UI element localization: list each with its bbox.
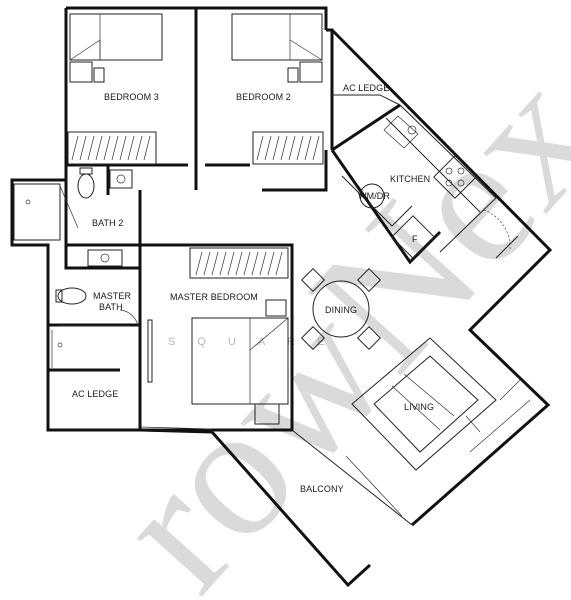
master-toilet-icon bbox=[57, 287, 87, 305]
shower-icon bbox=[13, 183, 61, 241]
wall-master-bedroom bbox=[138, 243, 294, 432]
label-bedroom3: BEDROOM 3 bbox=[104, 92, 159, 102]
label-ac-ledge-bottom: AC LEDGE bbox=[72, 389, 118, 399]
wall-bedroom2-bottom bbox=[205, 150, 328, 192]
bedroom3-bed bbox=[69, 13, 163, 83]
ac-ledge-top-box bbox=[332, 94, 401, 106]
label-bedroom2: BEDROOM 2 bbox=[236, 92, 291, 102]
watermark-text: rowNex bbox=[74, 32, 571, 600]
toilet-icon bbox=[77, 173, 95, 199]
label-living: LIVING bbox=[404, 402, 434, 412]
wardrobe-bedroom2 bbox=[252, 131, 324, 165]
washer-icon bbox=[359, 183, 385, 209]
room-labels: BEDROOM 3 BEDROOM 2 AC LEDGE KITCHEN WM/… bbox=[72, 83, 434, 494]
label-master-bath-2: BATH bbox=[99, 302, 123, 312]
wardrobe-hatching bbox=[71, 135, 320, 279]
label-bath2: BATH 2 bbox=[92, 218, 123, 228]
master-bath-fixtures bbox=[51, 249, 153, 383]
wall-outline-right bbox=[210, 28, 553, 588]
bedroom2-bed bbox=[231, 13, 323, 83]
label-master-bath-1: MASTER bbox=[93, 291, 132, 301]
dining-table-icon bbox=[312, 280, 370, 338]
dining-set bbox=[300, 267, 382, 351]
kitchen-fixtures bbox=[341, 104, 519, 259]
sink-icon bbox=[109, 169, 133, 189]
label-balcony: BALCONY bbox=[300, 484, 344, 494]
wall-outline-main bbox=[10, 6, 328, 432]
label-kitchen: KITCHEN bbox=[390, 174, 430, 184]
watermark: rowNex SQUARE bbox=[74, 32, 571, 600]
label-ac-ledge-top: AC LEDGE bbox=[343, 83, 389, 93]
master-sink-icon bbox=[87, 249, 123, 267]
watermark-subtext: SQUARE bbox=[168, 336, 346, 348]
label-master-bedroom: MASTER BEDROOM bbox=[170, 292, 258, 302]
label-dining: DINING bbox=[325, 305, 357, 315]
internal-walls bbox=[48, 8, 442, 432]
wall-kitchen bbox=[326, 28, 442, 265]
wall-master-bath bbox=[48, 245, 142, 430]
bath2-fixtures bbox=[13, 167, 133, 241]
label-wm-dr: WM/DR bbox=[358, 191, 390, 201]
master-bedroom-bed bbox=[191, 299, 289, 425]
label-fridge: F bbox=[412, 234, 418, 244]
outer-walls bbox=[10, 6, 553, 588]
living-sofa bbox=[351, 337, 521, 471]
wall-bath2 bbox=[64, 165, 142, 247]
balcony-glazing bbox=[139, 399, 531, 526]
fridge-box bbox=[391, 215, 435, 259]
wardrobe-bedroom3 bbox=[67, 131, 157, 165]
